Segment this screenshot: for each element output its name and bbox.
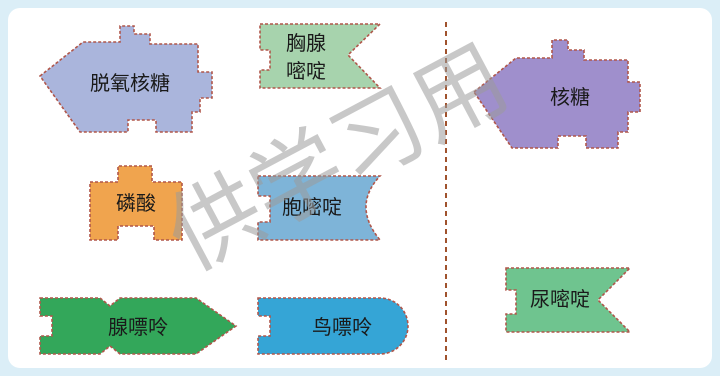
ribose-piece: 核糖 [472,39,641,149]
uracil-label: 尿嘧啶 [530,287,590,311]
cytosine-piece: 胞嘧啶 [257,175,382,241]
guanine-piece: 鸟嘌呤 [257,297,409,355]
deoxyribose-piece: 脱氧核糖 [38,25,213,133]
uracil-piece: 尿嘧啶 [505,267,632,333]
phosphate-piece: 磷酸 [89,165,183,241]
thymine-label-line2: 嘧啶 [286,59,326,83]
ribose-label: 核糖 [550,85,590,109]
thymine-piece: 胸腺 嘧啶 [259,23,382,89]
adenine-piece: 腺嘌呤 [39,297,238,355]
guanine-label: 鸟嘌呤 [312,315,372,339]
adenine-label: 腺嘌呤 [108,315,168,339]
thymine-label-line1: 胸腺 [286,31,326,55]
phosphate-label: 磷酸 [116,191,156,215]
cytosine-label: 胞嘧啶 [282,195,342,219]
deoxyribose-label: 脱氧核糖 [90,71,170,95]
